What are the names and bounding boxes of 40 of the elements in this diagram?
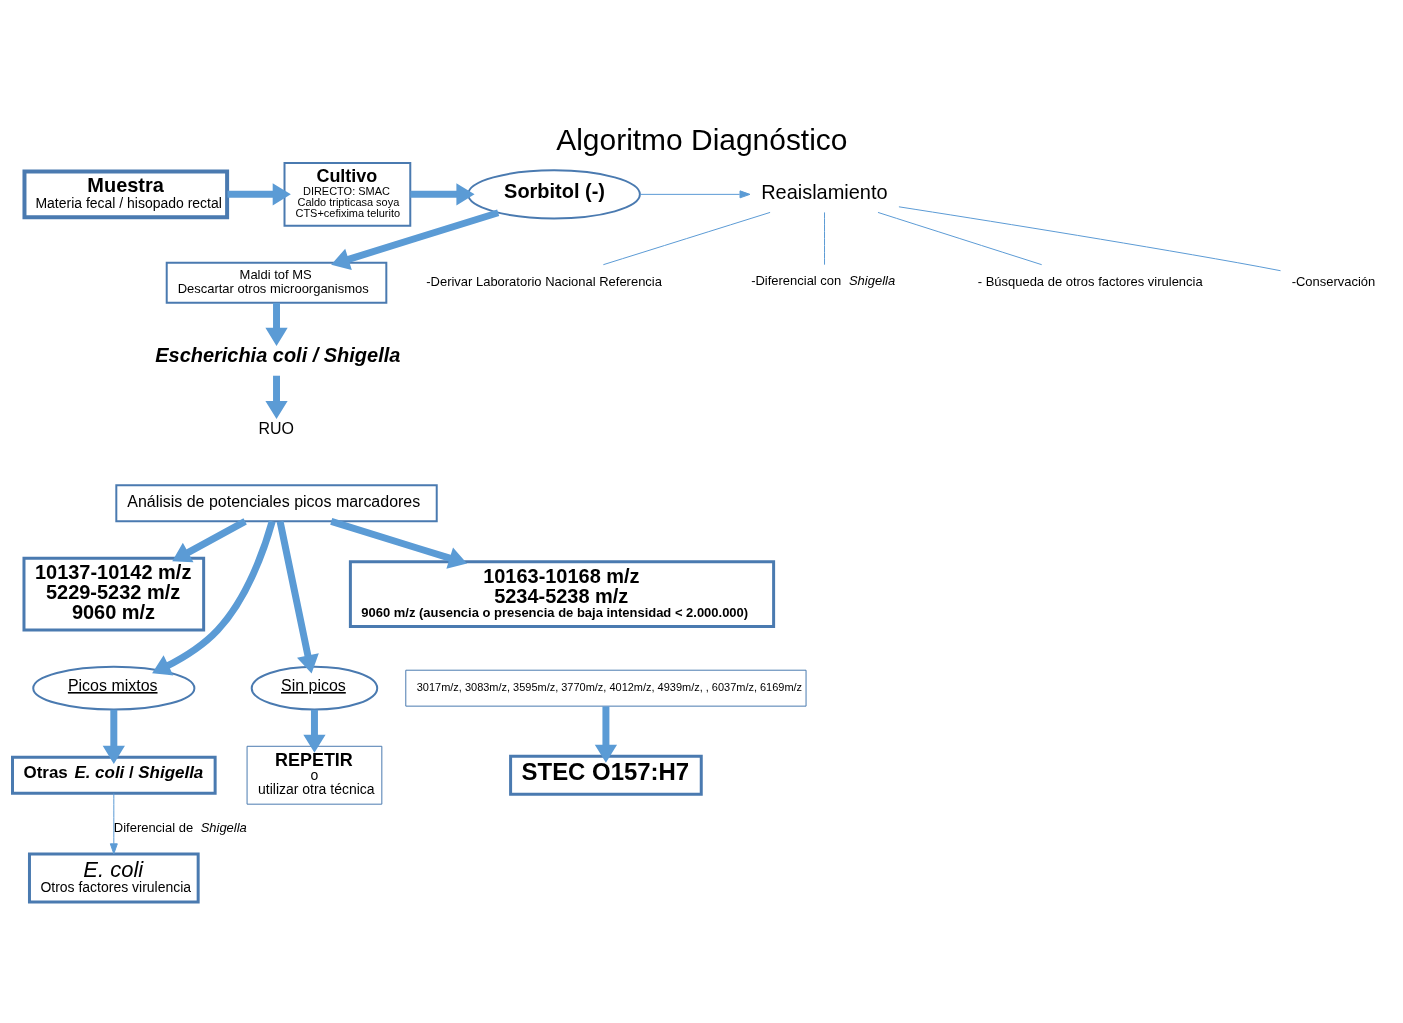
connector [877, 211, 1043, 265]
node-box: 10137-10142 m/z 5229-5232 m/z 9060 m/z [22, 556, 206, 632]
arrow [330, 517, 468, 569]
connector [824, 211, 826, 265]
node-box: Muestra Materia fecal / hisopado rectal [22, 168, 230, 219]
arrow [410, 182, 475, 205]
arrow [152, 519, 276, 675]
arrow [265, 302, 288, 346]
node-box: Cultivo DIRECTO: SMAC Caldo tripticasa soya CTS+cefixima telurito [283, 161, 412, 227]
node-ellipse: Sorbitol (-) [467, 168, 641, 219]
node-box: Análisis de potenciales picos marcadores [115, 483, 438, 522]
node-box: REPETIR o utilizar otra técnica [246, 745, 383, 805]
arrow [331, 208, 500, 270]
arrow [594, 705, 618, 763]
node-ellipse: Sin picos [250, 665, 379, 711]
edge-label: Diferencial de Shigella [113, 819, 247, 835]
node-box: E. coli Otros factores virulencia [27, 852, 200, 903]
node-text: Escherichia coli / Shigella [155, 343, 401, 366]
arrow [639, 189, 751, 198]
node-text: -Conservación [1291, 273, 1376, 289]
node-box: 3017m/z, 3083m/z, 3595m/z, 3770m/z, 4012m/z, 4939m/z, , 6037m/z, 6169m/z [405, 669, 807, 707]
arrow [276, 520, 319, 673]
arrow [303, 709, 326, 753]
node-text: RUO [258, 419, 295, 437]
connector [898, 205, 1282, 271]
node-box: Otras E. coli / Shigella [11, 755, 217, 795]
diagram-title: Algoritmo Diagnóstico [556, 122, 848, 156]
node-box: Maldi tof MS Descartar otros microorganismos [165, 261, 388, 304]
arrow [227, 182, 291, 205]
node-text: -Diferencial con Shigella [751, 272, 896, 288]
node-text: - Búsqueda de otros factores virulencia [977, 273, 1203, 289]
node-text: Reaislamiento [761, 180, 888, 203]
node-box: STEC O157:H7 [509, 754, 703, 796]
arrow [102, 709, 125, 764]
arrow [109, 792, 118, 854]
node-ellipse: Picos mixtos [32, 665, 196, 711]
connector [602, 211, 771, 265]
node-box: 10163-10168 m/z 5234-5238 m/z 9060 m/z (ausencia o presencia de baja intensidad < 2.000.000) [348, 559, 776, 628]
arrow [172, 517, 247, 562]
node-text: -Derivar Laboratorio Nacional Referencia [426, 273, 662, 289]
